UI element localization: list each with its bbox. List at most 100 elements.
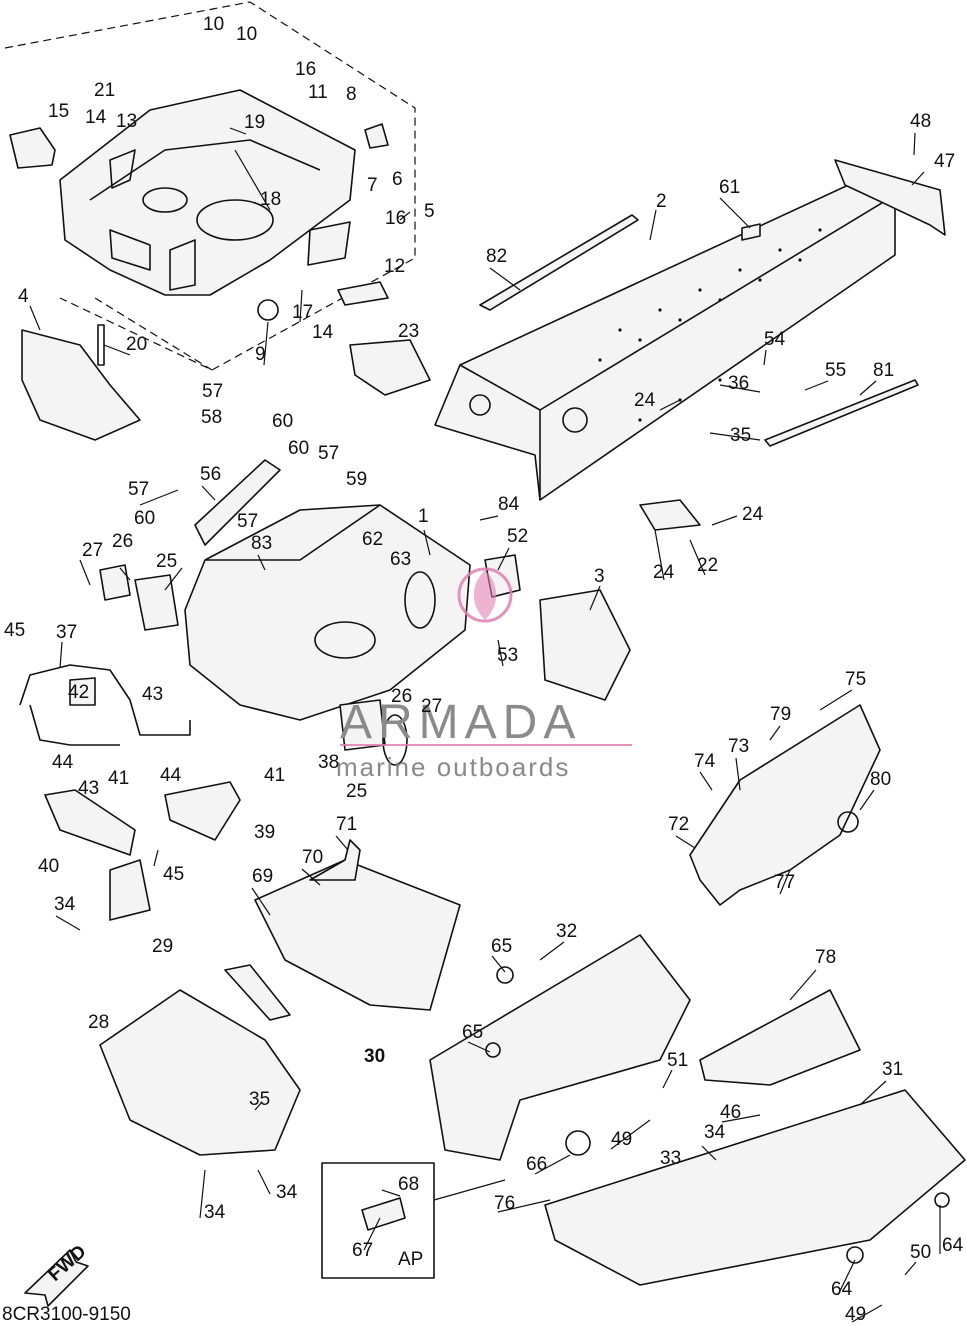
- callout-53: 53: [497, 645, 518, 666]
- ap-inset-box: [321, 1162, 506, 1279]
- callout-82: 82: [486, 246, 507, 267]
- leader-line: [539, 941, 565, 961]
- leader-line: [659, 399, 681, 411]
- callout-84: 84: [498, 494, 520, 515]
- callout-15: 15: [48, 101, 69, 122]
- leader-line: [103, 344, 131, 356]
- callout-34: 34: [704, 1122, 726, 1143]
- callout-4: 4: [18, 286, 29, 307]
- callout-38: 38: [318, 752, 339, 773]
- callout-6: 6: [392, 169, 403, 190]
- leader-line: [201, 485, 216, 501]
- leader-line: [164, 567, 183, 591]
- callout-24: 24: [742, 504, 764, 525]
- callout-46: 46: [720, 1102, 741, 1123]
- callout-68: 68: [398, 1174, 419, 1195]
- callout-41: 41: [264, 765, 285, 786]
- bumper-assembly: [19, 664, 241, 921]
- leader-line: [491, 955, 506, 973]
- leader-line: [711, 515, 738, 526]
- callout-33: 33: [660, 1148, 681, 1169]
- callout-76: 76: [494, 1193, 515, 1214]
- callout-34: 34: [276, 1182, 298, 1203]
- watermark-tagline: marine outboards: [336, 752, 570, 782]
- fwd-arrow-icon: [24, 1249, 89, 1307]
- callout-60: 60: [288, 438, 309, 459]
- leader-line: [29, 305, 41, 331]
- middle-frame-assembly: [99, 459, 631, 766]
- leader-line: [789, 969, 817, 1001]
- callout-56: 56: [200, 464, 221, 485]
- callout-35: 35: [249, 1089, 270, 1110]
- leader-line: [497, 639, 504, 667]
- callout-57: 57: [128, 479, 149, 500]
- leader-line: [769, 725, 781, 741]
- callout-71: 71: [336, 814, 357, 835]
- leader-line: [534, 1154, 571, 1175]
- callout-44: 44: [160, 765, 182, 786]
- leader-line: [139, 489, 179, 506]
- callout-55: 55: [825, 360, 846, 381]
- callout-14: 14: [85, 107, 107, 128]
- callout-65: 65: [491, 936, 512, 957]
- exploded-view-box: [4, 1, 416, 371]
- callout-31: 31: [882, 1059, 903, 1080]
- leader-line: [335, 835, 349, 851]
- callout-34: 34: [204, 1202, 226, 1223]
- callout-28: 28: [88, 1012, 109, 1033]
- callout-57: 57: [202, 381, 223, 402]
- callout-67: 67: [352, 1240, 373, 1261]
- callout-80: 80: [870, 769, 891, 790]
- callout-29: 29: [152, 936, 173, 957]
- leader-line: [721, 1114, 761, 1123]
- callout-10: 10: [203, 14, 224, 35]
- callout-78: 78: [815, 947, 836, 968]
- callout-60: 60: [134, 508, 155, 529]
- callout-54: 54: [764, 329, 786, 350]
- callout-77: 77: [774, 872, 795, 893]
- callout-8: 8: [346, 84, 357, 105]
- watermark-logo: [340, 567, 632, 746]
- callout-26: 26: [391, 686, 412, 707]
- leader-line: [851, 1304, 883, 1323]
- leader-line: [913, 132, 916, 156]
- callout-49: 49: [845, 1304, 866, 1325]
- callout-44: 44: [52, 752, 74, 773]
- callout-24: 24: [634, 390, 656, 411]
- callout-48: 48: [910, 111, 931, 132]
- callout-64: 64: [942, 1235, 964, 1256]
- leader-line: [649, 209, 657, 241]
- leader-line: [467, 1041, 491, 1053]
- callout-47: 47: [934, 151, 955, 172]
- leader-line: [763, 349, 767, 366]
- diagram-code: 8CR3100-9150: [2, 1304, 131, 1325]
- callout-34: 34: [54, 894, 76, 915]
- callout-62: 62: [362, 529, 383, 550]
- leader-line: [199, 1169, 206, 1219]
- callout-50: 50: [910, 1242, 931, 1263]
- callout-61: 61: [719, 177, 740, 198]
- leader-line: [589, 585, 601, 611]
- callout-49: 49: [611, 1129, 632, 1150]
- inset-label: AP: [398, 1249, 423, 1270]
- leader-line: [497, 547, 510, 571]
- callout-79: 79: [770, 704, 791, 725]
- leader-line: [735, 757, 741, 791]
- callout-24: 24: [653, 562, 675, 583]
- callout-36: 36: [728, 373, 749, 394]
- callout-58: 58: [201, 407, 222, 428]
- leader-line: [229, 127, 247, 135]
- leader-line: [489, 267, 521, 291]
- leader-line: [119, 567, 131, 581]
- leader-line: [299, 289, 303, 323]
- leader-line: [675, 835, 696, 849]
- callout-35: 35: [730, 425, 751, 446]
- callout-43: 43: [78, 778, 99, 799]
- leader-line: [859, 1080, 887, 1106]
- callout-39: 39: [254, 822, 275, 843]
- callout-3: 3: [594, 566, 605, 587]
- leader-line: [497, 1199, 551, 1213]
- callout-25: 25: [156, 551, 177, 572]
- callout-64: 64: [831, 1279, 853, 1300]
